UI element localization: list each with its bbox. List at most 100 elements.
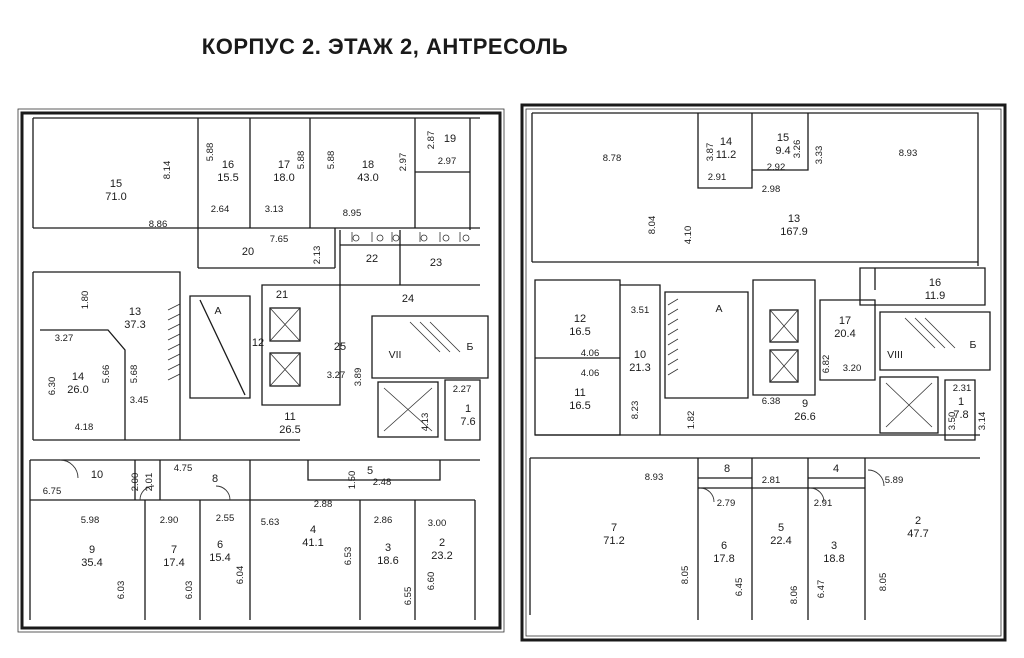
dimension-label: 8.95 (343, 208, 362, 219)
room-number: 19 (444, 133, 456, 145)
dimension-label: 2.31 (953, 383, 972, 394)
dimension-label: 4.06 (581, 348, 600, 359)
dimension-label: 3.14 (977, 412, 988, 431)
room-area: 71.2 (603, 535, 624, 547)
dimension-label: 8.05 (680, 566, 691, 585)
dimension-label: 6.03 (184, 581, 195, 600)
dimension-label: 8.86 (149, 219, 168, 230)
room-number: 5 (367, 465, 373, 477)
room-area: 35.4 (81, 557, 102, 569)
room-number: 18 (362, 159, 374, 171)
room-area: 18.6 (377, 555, 398, 567)
room-number: 2 (915, 515, 921, 527)
dimension-label: 3.33 (814, 146, 825, 165)
dimension-label: 6.47 (816, 580, 827, 599)
room-number: 11 (284, 411, 295, 423)
dimension-label: 5.68 (129, 365, 140, 384)
room-number: 6 (721, 540, 727, 552)
dimension-label: 2.87 (426, 131, 437, 150)
dimension-label: 3.87 (705, 143, 716, 162)
room-area: 26.6 (794, 411, 815, 423)
room-number: 16 (929, 277, 941, 289)
dimension-label: 2.48 (373, 477, 392, 488)
stair-label: А (214, 305, 221, 317)
room-number: 22 (366, 253, 378, 265)
room-number: 10 (91, 469, 103, 481)
stair-label: VIII (887, 349, 903, 361)
room-number: 14 (72, 371, 84, 383)
room-number: 13 (129, 306, 141, 318)
room-area: 23.2 (431, 550, 452, 562)
dimension-label: 1.82 (686, 411, 697, 430)
dimension-label: 4.18 (75, 422, 94, 433)
dimension-label: 2.01 (144, 473, 155, 492)
dimension-label: 6.82 (821, 355, 832, 374)
dimension-label: 5.66 (101, 365, 112, 384)
stair-label: VII (389, 349, 402, 361)
dimension-label: 6.45 (734, 578, 745, 597)
dimension-label: 2.64 (211, 204, 230, 215)
dimension-label: 7.65 (270, 234, 289, 245)
left-dimensions: 8.14 8.86 5.88 2.64 3.13 5.88 5.88 8.95 … (43, 131, 472, 606)
stair-label: Б (970, 339, 977, 351)
room-area: 18.0 (273, 172, 294, 184)
dimension-label: 8.23 (630, 401, 641, 420)
room-number: 6 (217, 539, 223, 551)
room-number: 15 (110, 178, 122, 190)
room-area: 17.8 (713, 553, 734, 565)
room-number: 15 (777, 132, 789, 144)
dimension-label: 6.30 (47, 377, 58, 396)
room-number: 16 (222, 159, 234, 171)
room-number: 17 (278, 159, 290, 171)
room-number: 13 (788, 213, 800, 225)
room-area: 16.5 (569, 326, 590, 338)
dimension-label: 8.14 (162, 161, 173, 180)
dimension-label: 1.50 (347, 471, 358, 490)
room-area: 167.9 (780, 226, 808, 238)
room-area: 26.5 (279, 424, 300, 436)
room-number: 7 (611, 522, 617, 534)
dimension-label: 2.98 (762, 184, 781, 195)
dimension-label: 8.05 (878, 573, 889, 592)
room-number: 12 (252, 337, 264, 349)
room-number: 25 (334, 341, 346, 353)
room-number: 1 (958, 396, 964, 408)
dimension-label: 6.38 (762, 396, 781, 407)
room-area: 37.3 (124, 319, 145, 331)
room-area: 9.4 (775, 145, 790, 157)
dimension-label: 6.75 (43, 486, 62, 497)
room-area: 22.4 (770, 535, 791, 547)
dimension-label: 5.88 (205, 143, 216, 162)
right-floor-plan (520, 103, 1007, 642)
dimension-label: 2.97 (398, 153, 409, 172)
left-room-labels: 15 71.0 16 15.5 17 18.0 18 43.0 19 20 22… (67, 133, 475, 569)
room-number: 12 (574, 313, 586, 325)
dimension-label: 2.97 (438, 156, 457, 167)
dimension-label: 5.63 (261, 517, 280, 528)
room-number: 8 (212, 473, 218, 485)
dimension-label: 3.26 (792, 140, 803, 159)
dimension-label: 4.06 (581, 368, 600, 379)
room-area: 17.4 (163, 557, 184, 569)
right-room-labels: 14 11.2 15 9.4 13 167.9 16 11.9 12 16.5 … (569, 132, 976, 565)
dimension-label: 2.81 (762, 475, 781, 486)
dimension-label: 2.79 (717, 498, 736, 509)
dimension-label: 3.27 (327, 370, 346, 381)
dimension-label: 3.50 (947, 412, 958, 431)
room-number: 17 (839, 315, 851, 327)
room-area: 20.4 (834, 328, 855, 340)
dimension-label: 1.80 (80, 291, 91, 310)
room-number: 11 (574, 387, 585, 399)
dimension-label: 8.06 (789, 586, 800, 605)
left-floor-plan (17, 108, 505, 633)
dimension-label: 3.89 (353, 368, 364, 387)
dimension-label: 5.98 (81, 515, 100, 526)
dimension-label: 4.10 (683, 226, 694, 245)
dimension-label: 2.55 (216, 513, 235, 524)
stair-label: Б (467, 341, 474, 353)
room-area: 43.0 (357, 172, 378, 184)
dimension-label: 8.93 (899, 148, 918, 159)
room-area: 11.2 (716, 149, 737, 161)
dimension-label: 4.13 (420, 413, 431, 432)
